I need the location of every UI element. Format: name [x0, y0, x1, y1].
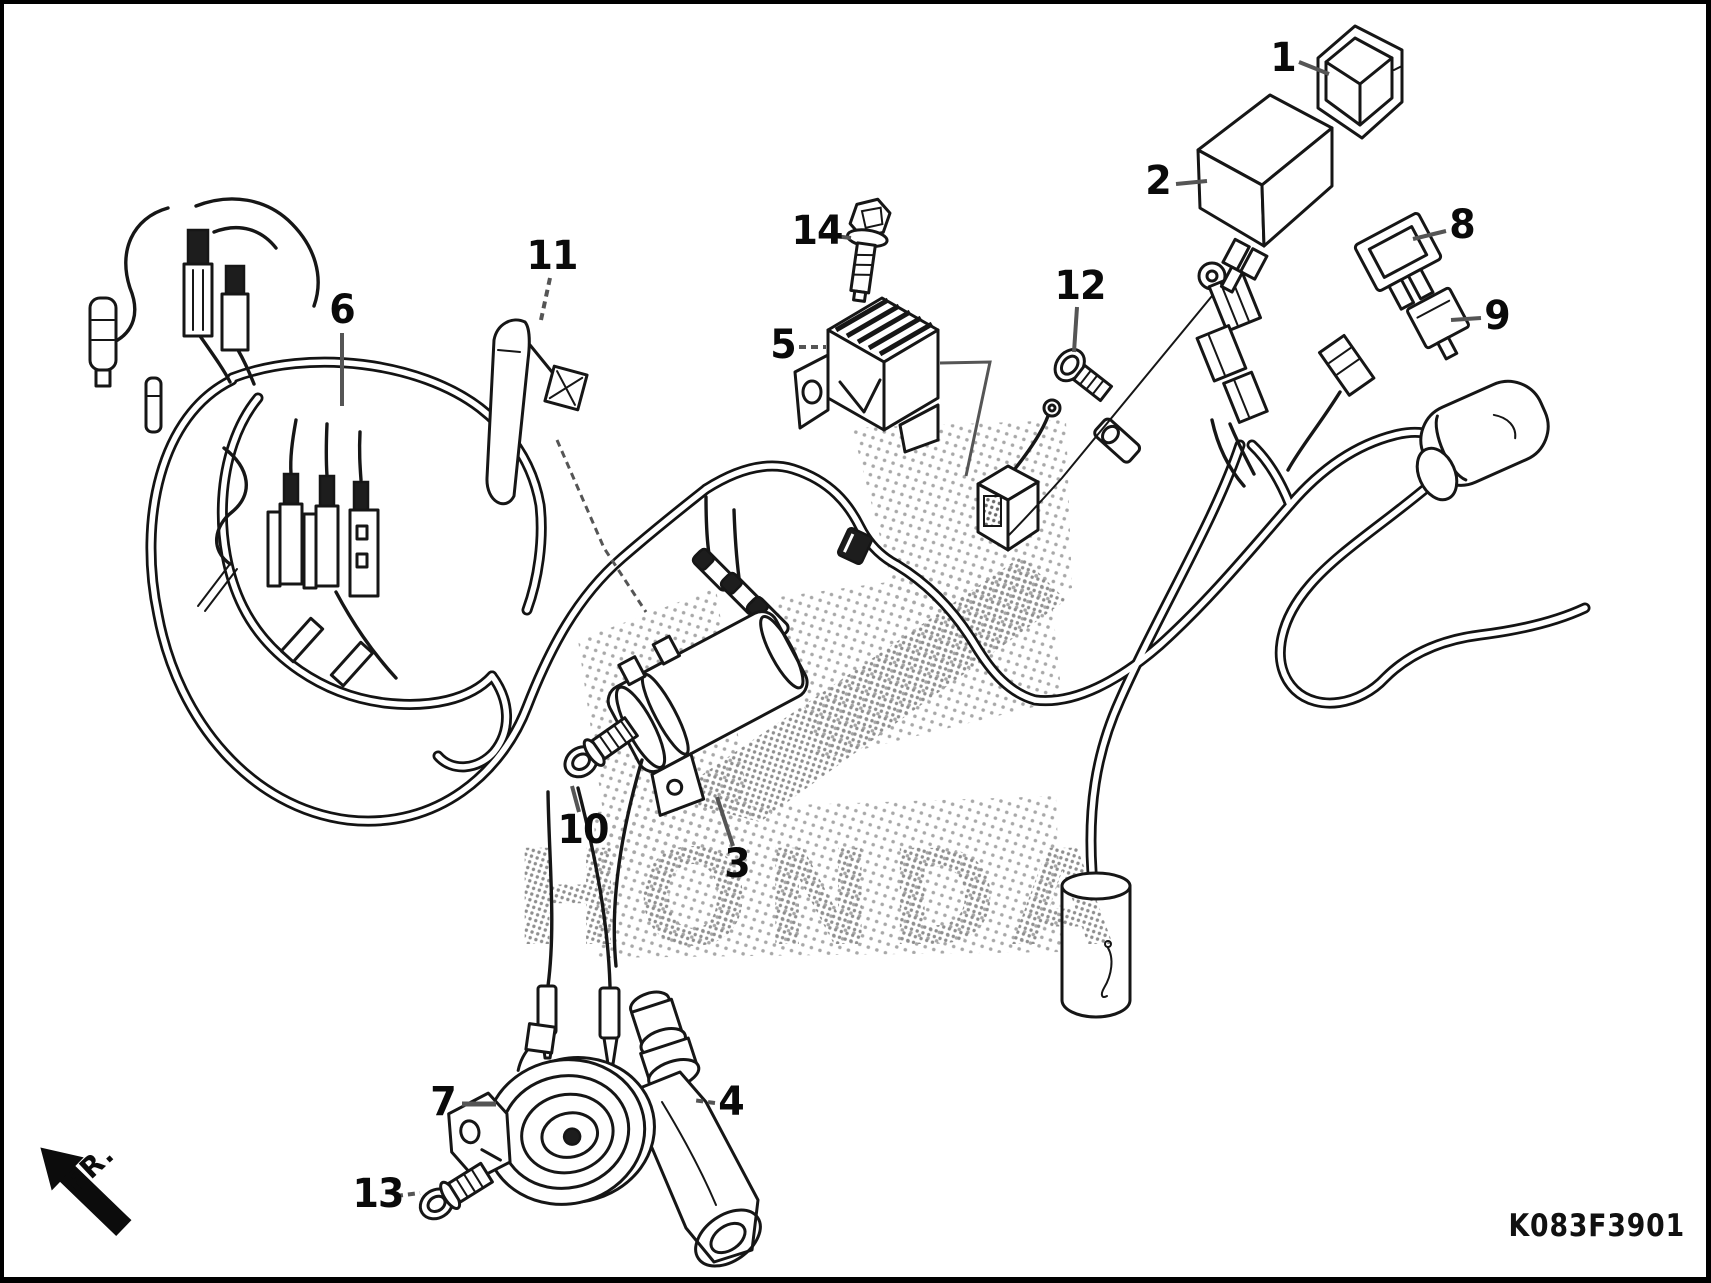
wire-band-clip [485, 318, 589, 506]
spark-plug-cap [629, 990, 762, 1268]
honda-watermark-text: HONDA [513, 822, 1128, 976]
honda-watermark: HONDA [513, 420, 1128, 976]
leader-line [1450, 316, 1482, 322]
left-connector-cluster [88, 197, 320, 434]
callout-label-5: 5 [770, 322, 796, 369]
loop-connector-group [197, 418, 398, 688]
horn [447, 1022, 656, 1206]
leader-line [395, 1191, 421, 1198]
fr-direction-arrow: FR. [40, 1138, 132, 1237]
connector-cap [186, 228, 210, 266]
connector-cover [1316, 24, 1404, 140]
leader-line [539, 277, 552, 321]
leader-line [939, 360, 992, 477]
leader-line [1412, 229, 1447, 241]
bullet-terminal [144, 376, 163, 434]
leader-lines [340, 60, 1482, 1198]
fuse-9 [1406, 286, 1470, 361]
harness-clamp [836, 526, 874, 566]
callout-label-6: 6 [329, 287, 355, 334]
ring-terminal [1093, 417, 1142, 464]
callout-label-10: 10 [557, 807, 610, 854]
cdi-unit [1196, 93, 1334, 294]
spark-plug-wire [612, 758, 644, 968]
callout-label-9: 9 [1484, 293, 1510, 340]
callout-label-2: 2 [1145, 158, 1171, 205]
leader-line [555, 439, 648, 613]
callout-label-11: 11 [526, 233, 579, 280]
condenser [1060, 871, 1132, 1019]
callout-label-8: 8 [1449, 202, 1475, 249]
callout-label-3: 3 [724, 841, 750, 888]
callout-label-4: 4 [718, 1079, 744, 1126]
screw-12 [1053, 348, 1142, 464]
rubber-boot [1415, 379, 1550, 502]
bullet-connector [88, 296, 118, 372]
fr-label: FR. [58, 1138, 121, 1200]
leader-line [1072, 306, 1079, 353]
sub-connector [1317, 333, 1376, 397]
leader-line [833, 234, 852, 240]
flange-bolt-10 [563, 716, 639, 779]
flange-bolt-14 [845, 197, 892, 303]
callout-label-1: 1 [1270, 35, 1296, 82]
regulator-rectifier [793, 296, 940, 454]
part-code: K083F3901 [1508, 1208, 1685, 1244]
leader-line [715, 796, 735, 847]
callout-label-12: 12 [1054, 263, 1107, 310]
leader-line [1298, 60, 1330, 76]
callout-label-14: 14 [791, 208, 844, 255]
leader-line [570, 785, 581, 813]
leader-line [1175, 179, 1208, 186]
leader-line [691, 1098, 716, 1105]
callout-label-13: 13 [352, 1171, 405, 1218]
relay [976, 398, 1062, 552]
flange-bolt-13 [418, 1161, 494, 1221]
ignition-coil [606, 610, 809, 968]
fuse-8 [1353, 212, 1443, 311]
callout-label-7: 7 [430, 1079, 456, 1126]
